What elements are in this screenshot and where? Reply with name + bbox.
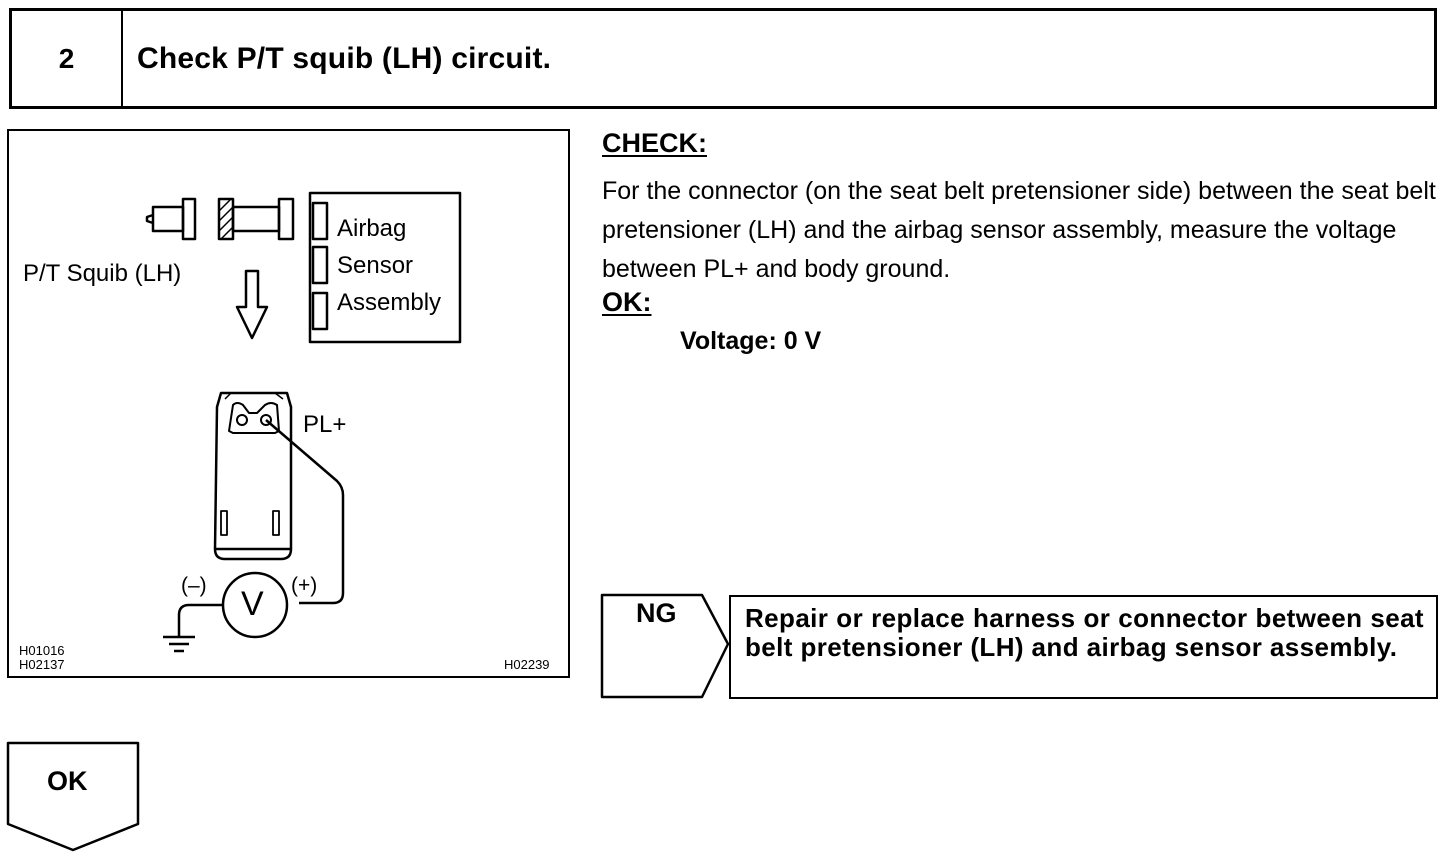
- down-arrow: [235, 269, 269, 340]
- ok-heading: OK:: [602, 287, 652, 317]
- squib-plug-flange: [181, 197, 197, 241]
- meter-symbol: V: [241, 585, 264, 623]
- squib-label: P/T Squib (LH): [23, 260, 182, 287]
- circuit-illustration: P/T Squib (LH) Airbag Sensor Assembly PL…: [7, 129, 570, 678]
- ok-label: OK: [47, 766, 88, 796]
- sensor-pin-1: [311, 201, 329, 241]
- step-title: Check P/T squib (LH) circuit.: [137, 41, 552, 75]
- squib-plug-tip: [145, 213, 154, 225]
- ng-label: NG: [636, 598, 677, 628]
- sensor-assembly-box: [308, 191, 462, 344]
- figure-code-right: H02239: [504, 657, 550, 672]
- figure-code-left-1: H01016: [19, 643, 65, 658]
- ng-action-box: Repair or replace harness or connector b…: [729, 595, 1438, 699]
- mating-connector-body: [231, 205, 281, 233]
- sensor-label-line-2: Sensor: [337, 252, 414, 279]
- hatch-lines: [218, 198, 234, 240]
- figure-code-left-2: H02137: [19, 657, 65, 672]
- terminal-pl-plus: [260, 414, 272, 426]
- terminal-left: [236, 414, 248, 426]
- step-number: 2: [12, 11, 123, 106]
- sensor-pin-2: [311, 245, 329, 285]
- squib-plug-body: [151, 205, 185, 233]
- ng-arrow: [600, 593, 730, 699]
- voltage-spec: Voltage: 0 V: [680, 327, 822, 355]
- sensor-pin-3: [311, 291, 329, 331]
- ground-symbol: [163, 635, 195, 653]
- ok-arrow: [6, 741, 140, 852]
- connector-face-terminal-area: [228, 402, 280, 434]
- meter-negative-label: (–): [181, 574, 207, 597]
- check-instructions: For the connector (on the seat belt pret…: [602, 177, 1436, 283]
- ng-action-text: Repair or replace harness or connector b…: [745, 603, 1424, 662]
- illustration-drawing: [145, 191, 462, 653]
- sensor-label-line-3: Assembly: [337, 289, 442, 316]
- meter-positive-label: (+): [291, 574, 318, 597]
- step-header: 2 Check P/T squib (LH) circuit.: [9, 8, 1437, 109]
- positive-lead: [265, 419, 345, 605]
- sensor-label-line-1: Airbag: [337, 215, 407, 242]
- terminal-label: PL+: [303, 411, 347, 438]
- mating-connector-end: [277, 197, 295, 241]
- negative-lead: [177, 603, 223, 637]
- check-heading: CHECK:: [602, 128, 707, 158]
